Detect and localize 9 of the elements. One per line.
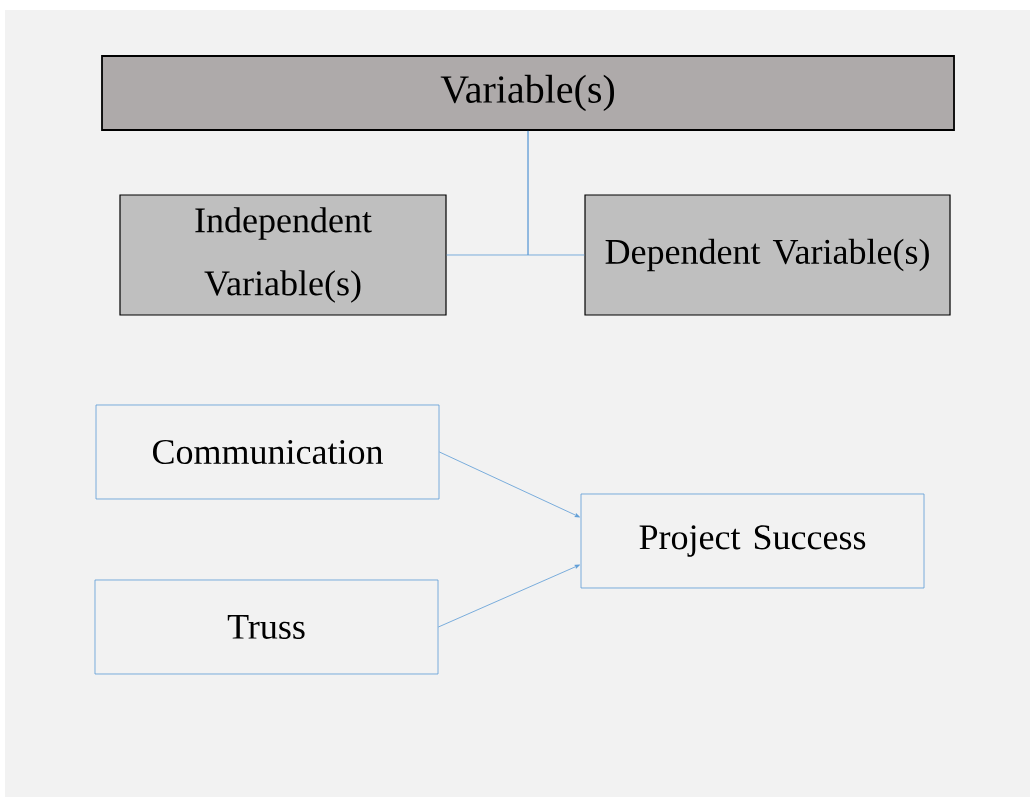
category-box: Independent Variable(s) [119, 194, 447, 316]
variable-box: Communication [95, 404, 440, 500]
header-box: Variable(s) [101, 55, 955, 131]
category-box: Dependent Variable(s) [584, 194, 951, 316]
variable-box: Truss [94, 579, 439, 675]
connector [438, 564, 580, 628]
connector [439, 451, 580, 518]
connector [527, 130, 585, 256]
variable-box: Project Success [580, 493, 925, 589]
